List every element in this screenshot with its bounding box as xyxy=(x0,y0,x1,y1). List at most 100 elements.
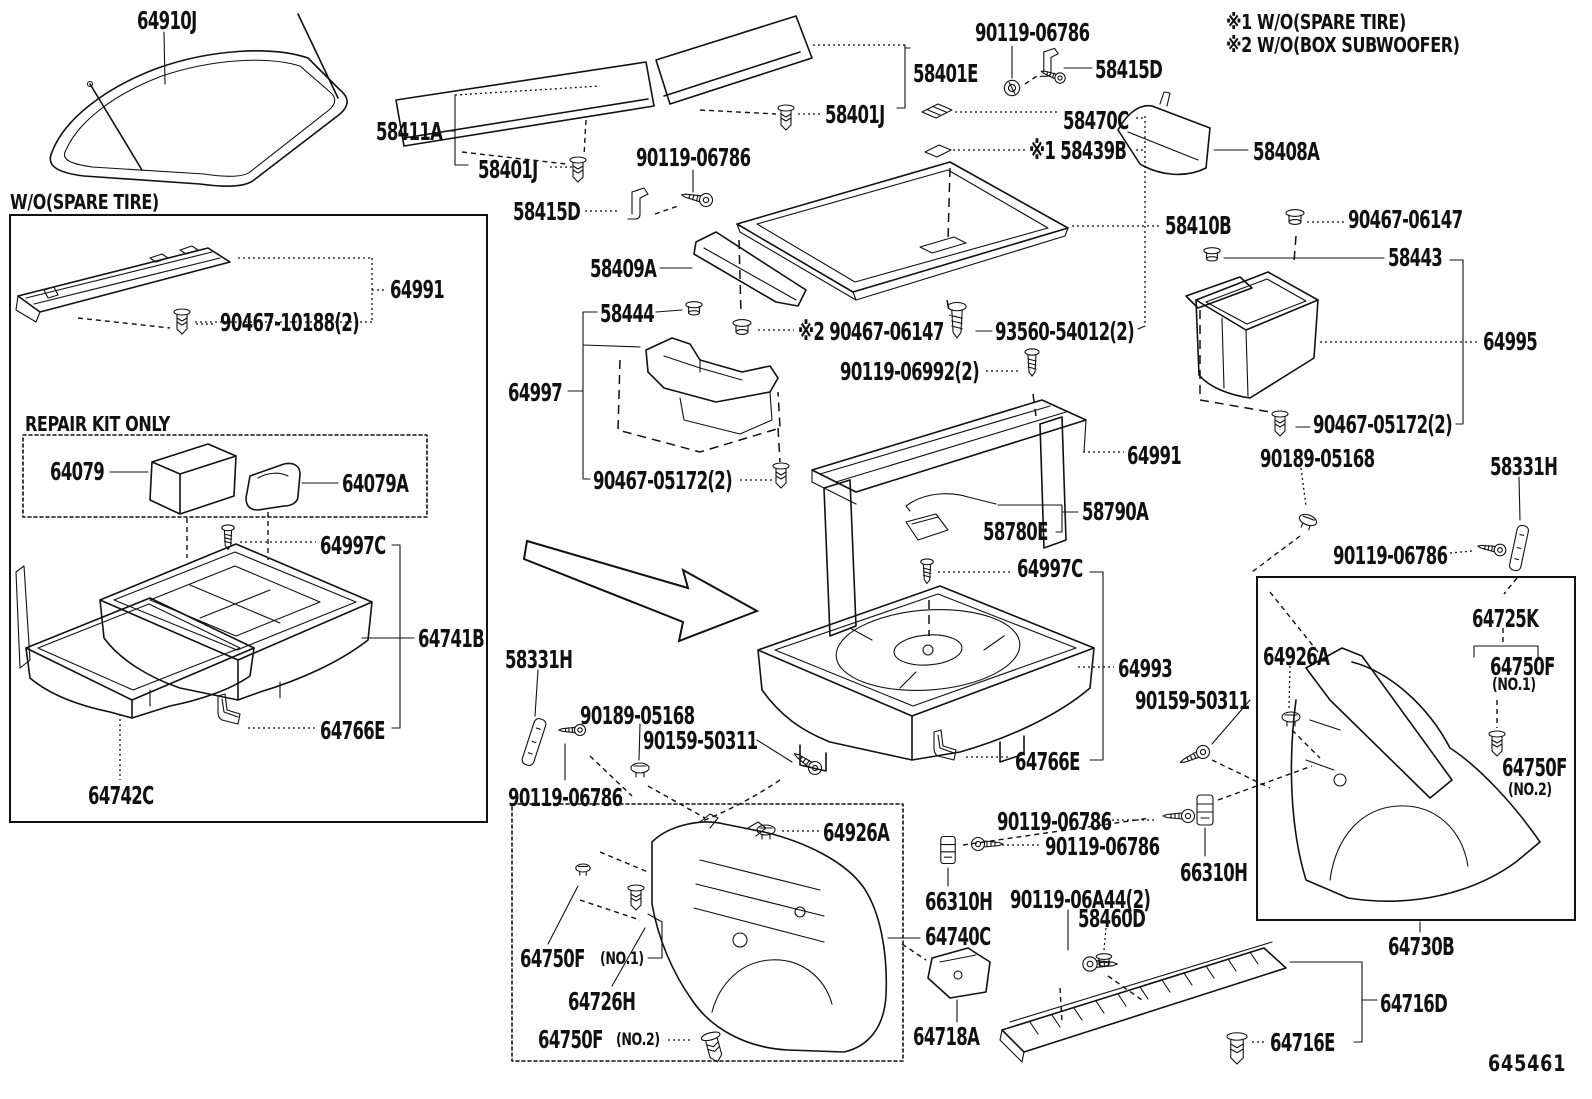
clip-icon xyxy=(1226,1032,1248,1065)
part-label: 58411A xyxy=(376,117,443,146)
part-label: 64750F xyxy=(538,1025,603,1054)
clip-icon xyxy=(569,156,587,183)
part-label: 90119-06786 xyxy=(508,783,623,812)
part-label: 90119-06786 xyxy=(636,143,751,172)
fasteners-right-upper xyxy=(1252,468,1530,594)
part-label: 64995 xyxy=(1483,327,1538,356)
part-label: 66310H xyxy=(1180,858,1248,887)
part-64718A-bracket xyxy=(902,944,990,1022)
part-label: 64079A xyxy=(342,469,409,498)
part-label: (NO.1) xyxy=(1492,675,1536,695)
part-label: 64910J xyxy=(137,6,197,35)
part-label: 64718A xyxy=(913,1022,980,1051)
part-64991-rail-left xyxy=(16,246,386,335)
part-label: 90467-10188(2) xyxy=(220,308,360,337)
clip-icon xyxy=(699,1029,728,1065)
bracket-part xyxy=(933,729,957,761)
screw-icon xyxy=(1162,808,1196,824)
part-label: 64742C xyxy=(88,781,154,810)
part-64740C-side-trim xyxy=(548,814,886,1065)
fasteners-top-right xyxy=(1003,46,1092,97)
part-label: 66310H xyxy=(925,887,993,916)
part-label: 58460D xyxy=(1078,904,1146,933)
part-label: 64991 xyxy=(1127,441,1182,470)
grommet-icon xyxy=(1203,247,1221,262)
part-label: 64750F xyxy=(1490,652,1555,681)
clip-icon xyxy=(1271,410,1289,437)
part-58408A-board xyxy=(1118,92,1248,174)
part-label: 90189-05168 xyxy=(580,701,695,730)
screw-icon xyxy=(679,187,715,209)
part-label: ※1 58439B xyxy=(1029,136,1127,165)
grommet-icon xyxy=(685,301,703,316)
trim-blade-part xyxy=(1508,523,1530,573)
part-label: 64725K xyxy=(1472,604,1539,633)
part-label: 58444 xyxy=(600,299,655,328)
note-label: ※2 W/O(BOX SUBWOOFER) xyxy=(1226,33,1460,57)
part-label: 90119-06786 xyxy=(997,807,1112,836)
screw-icon xyxy=(920,558,934,584)
box-repair-kit-only xyxy=(23,435,427,517)
part-64741B-deck-tray xyxy=(100,524,414,728)
clip-icon xyxy=(627,884,645,911)
fasteners-mid-left xyxy=(569,104,795,220)
part-label: ※2 90467-06147 xyxy=(798,317,944,346)
part-58460D-scuff-plate xyxy=(1000,910,1377,1065)
clip-icon xyxy=(777,104,795,131)
part-label: 64926A xyxy=(823,818,890,847)
part-label: 58780E xyxy=(983,517,1048,546)
part-64742C-tray xyxy=(16,566,254,780)
part-label: 90119-06A44(2) xyxy=(1010,885,1151,914)
part-64079-repair-kit xyxy=(110,444,338,560)
note-label: W/O(SPARE TIRE) xyxy=(10,190,159,214)
clip-icon xyxy=(575,863,591,876)
note-label: REPAIR KIT ONLY xyxy=(25,412,170,436)
part-label: (NO.2) xyxy=(1508,780,1552,800)
fasteners-center xyxy=(732,240,1145,416)
part-label: 90119-06786 xyxy=(1045,832,1160,861)
part-label: 90467-06147 xyxy=(1348,205,1463,234)
screw-icon xyxy=(1024,348,1040,377)
part-label: 64750F xyxy=(1502,753,1567,782)
bracket-clip-icon xyxy=(627,187,649,220)
part-label: (NO.1) xyxy=(600,949,644,969)
part-label: 64716E xyxy=(1270,1028,1335,1057)
part-label: 58415D xyxy=(1095,55,1163,84)
part-label: 58331H xyxy=(505,645,573,674)
part-label: 93560-54012(2) xyxy=(995,317,1135,346)
part-label: 64730B xyxy=(1388,932,1455,961)
part-label: 64750F xyxy=(520,944,585,973)
part-label: 90467-05172(2) xyxy=(1313,410,1453,439)
clip-icon xyxy=(630,762,650,778)
part-label: 58401J xyxy=(478,155,538,184)
part-label: 90119-06786 xyxy=(1333,541,1448,570)
part-label: 58331H xyxy=(1490,452,1558,481)
part-label: 58401J xyxy=(825,100,885,129)
part-label: 64993 xyxy=(1118,654,1173,683)
part-64910J-tonneau-cover xyxy=(50,14,347,186)
screw-icon xyxy=(1476,539,1508,558)
part-64991-rail-center xyxy=(812,400,1124,636)
part-label: 64997C xyxy=(1017,554,1083,583)
part-label: 64766E xyxy=(320,716,385,745)
trim-blade-part xyxy=(520,716,548,768)
part-label: 58443 xyxy=(1388,243,1443,272)
part-label: 90159-50311 xyxy=(643,726,758,755)
grommet-icon xyxy=(732,319,752,335)
fasteners-left-lower xyxy=(520,670,825,822)
part-label: 64997 xyxy=(508,378,563,407)
part-label: 64726H xyxy=(568,987,636,1016)
part-label: 64766E xyxy=(1015,747,1080,776)
part-label: 90467-05172(2) xyxy=(593,466,733,495)
box-right-trim xyxy=(1257,577,1575,920)
part-label: 58408A xyxy=(1253,137,1320,166)
screw-icon xyxy=(970,836,1004,852)
box-wo-spare-tire xyxy=(10,215,487,822)
fasteners-bottom-center xyxy=(940,766,1312,886)
part-label: 64716D xyxy=(1380,989,1448,1018)
part-label: 64997C xyxy=(320,531,386,560)
part-58411A-partition-boards xyxy=(396,16,910,167)
clip-icon xyxy=(772,462,790,489)
note-label: ※1 W/O(SPARE TIRE) xyxy=(1226,10,1406,34)
